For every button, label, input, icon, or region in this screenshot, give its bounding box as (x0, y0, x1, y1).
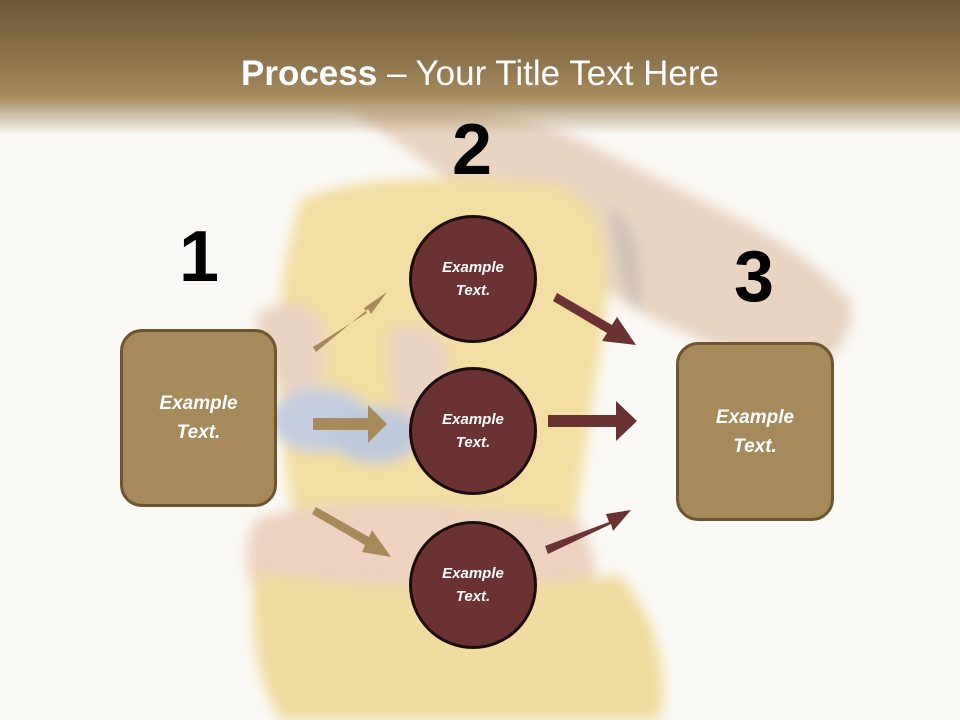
arrow-to-circle-3 (312, 507, 391, 557)
process-circle-3[interactable]: Example Text. (409, 521, 537, 649)
slide-title: Process – Your Title Text Here (0, 52, 960, 96)
slide-title-bold: Process (241, 54, 378, 93)
arrow-from-circle-1 (553, 293, 636, 345)
arrow-from-circle-3 (545, 510, 631, 554)
title-band (0, 0, 960, 135)
process-circle-1[interactable]: Example Text. (409, 215, 537, 343)
process-circle-2-text: Example Text. (442, 411, 504, 451)
arrow-to-circle-2 (313, 405, 387, 443)
gold-arrows (312, 292, 391, 557)
process-box-right[interactable]: Example Text. (676, 342, 834, 521)
process-circle-2[interactable]: Example Text. (409, 367, 537, 495)
process-box-left-text: Example Text. (159, 393, 238, 443)
step-number-1: 1 (178, 217, 220, 297)
arrow-from-circle-2 (548, 401, 637, 441)
process-circle-1-text: Example Text. (442, 259, 504, 299)
process-circle-3-text: Example Text. (442, 565, 504, 605)
process-box-left[interactable]: Example Text. (120, 329, 277, 507)
maroon-arrows (545, 293, 637, 554)
process-box-right-text: Example Text. (715, 406, 795, 457)
step-number-2: 2 (451, 110, 493, 190)
arrow-to-circle-1 (313, 292, 387, 352)
step-number-3: 3 (733, 237, 775, 317)
slide-title-rest: – Your Title Text Here (377, 54, 719, 93)
